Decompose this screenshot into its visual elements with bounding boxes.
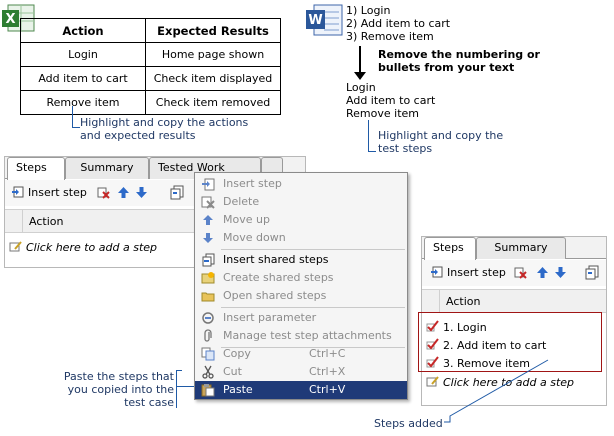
menu-item-open-shared-steps[interactable]: Open shared steps xyxy=(195,287,407,305)
excel-cell: Login xyxy=(20,42,146,67)
arrow-down-icon xyxy=(203,233,213,243)
word-plain-list: Login Add item to cart Remove item xyxy=(346,81,435,120)
create-shared-icon xyxy=(201,272,215,284)
svg-text:X: X xyxy=(5,12,15,27)
excel-header-expected: Expected Results xyxy=(145,18,281,43)
column-action: Action xyxy=(29,215,64,228)
tab-steps[interactable]: Steps xyxy=(7,157,65,180)
insert-step-icon xyxy=(12,186,24,198)
menu-item-move-up[interactable]: Move up xyxy=(195,211,407,229)
list-item: 3) Remove item xyxy=(346,30,434,43)
down-arrow-head xyxy=(354,72,366,80)
excel-table: Action Expected Results Login Home page … xyxy=(20,18,281,115)
paste-callout-connector xyxy=(176,386,194,387)
steps-added-label: Steps added xyxy=(374,417,443,430)
list-item: Login xyxy=(346,81,376,94)
list-item[interactable]: 2. Add item to cart xyxy=(426,338,546,352)
list-item[interactable]: 3. Remove item xyxy=(426,356,530,370)
paste-callout: Paste the steps that you copied into the… xyxy=(63,370,174,409)
excel-cell: Remove item xyxy=(20,90,146,115)
menu-item-paste[interactable]: Paste Ctrl+V xyxy=(195,381,407,399)
paste-callout-leader xyxy=(176,370,182,408)
menu-item-create-shared-steps[interactable]: Create shared steps xyxy=(195,269,407,287)
steps-added-leader xyxy=(444,359,549,423)
tab-steps[interactable]: Steps xyxy=(424,237,476,260)
excel-cell: Check item displayed xyxy=(145,66,281,91)
menu-item-insert-shared-steps[interactable]: Insert shared steps xyxy=(195,251,407,269)
table-row: Login Home page shown xyxy=(20,42,281,67)
insert-shared-steps-icon[interactable] xyxy=(169,185,184,200)
excel-callout-leader xyxy=(72,106,80,128)
menu-separator xyxy=(221,249,405,250)
list-item: 1) Login xyxy=(346,4,391,17)
steps-grid-header: Action xyxy=(422,289,606,313)
tab-summary[interactable]: Summary xyxy=(476,237,566,259)
delete-step-icon[interactable] xyxy=(97,186,110,199)
edit-icon xyxy=(9,241,22,252)
scissors-icon xyxy=(202,365,214,379)
excel-cell: Home page shown xyxy=(145,42,281,67)
menu-item-manage-attachments[interactable]: Manage test step attachments xyxy=(195,327,407,345)
list-item[interactable]: 1. Login xyxy=(426,320,487,334)
tab-summary[interactable]: Summary xyxy=(65,157,149,179)
menu-item-delete[interactable]: Delete xyxy=(195,193,407,211)
insert-step-icon xyxy=(431,266,443,278)
check-icon xyxy=(426,338,439,350)
move-down-icon[interactable] xyxy=(554,266,567,279)
excel-cell: Check item removed xyxy=(145,90,281,115)
table-row: Add item to cart Check item displayed xyxy=(20,66,281,91)
tab-strip: Steps Summary xyxy=(422,237,606,260)
copy-icon xyxy=(201,347,215,361)
edit-icon xyxy=(426,376,439,387)
list-item: Add item to cart xyxy=(346,94,436,107)
menu-item-insert-parameter[interactable]: Insert parameter xyxy=(195,309,407,327)
menu-separator xyxy=(221,307,405,308)
list-item: Remove item xyxy=(346,107,419,120)
insert-step-icon xyxy=(202,178,215,191)
down-arrow-icon xyxy=(359,46,361,76)
delete-icon xyxy=(201,196,215,209)
menu-item-cut[interactable]: Cut Ctrl+X xyxy=(195,363,407,381)
table-row: Remove item Check item removed xyxy=(20,90,281,115)
word-callout: Highlight and copy the test steps xyxy=(378,129,504,155)
folder-icon xyxy=(201,292,215,302)
insert-shared-steps-icon[interactable] xyxy=(584,265,599,280)
tab-strip: Steps Summary Tested Work Items xyxy=(5,157,305,194)
word-icon: W xyxy=(306,4,343,36)
word-numbered-list: 1) Login 2) Add item to cart 3) Remove i… xyxy=(346,4,450,43)
list-item: 2) Add item to cart xyxy=(346,17,451,30)
paperclip-icon xyxy=(204,329,212,342)
menu-item-copy[interactable]: Copy Ctrl+C xyxy=(195,345,407,363)
menu-separator xyxy=(221,347,405,348)
context-menu: Insert step Delete Move up Move down Ins… xyxy=(194,172,408,400)
steps-toolbar: Insert step xyxy=(422,260,606,286)
excel-header-action: Action xyxy=(20,18,146,43)
remove-numbering-note: Remove the numbering or bullets from you… xyxy=(378,48,540,74)
check-icon xyxy=(426,356,439,368)
menu-item-move-down[interactable]: Move down xyxy=(195,229,407,247)
paste-icon xyxy=(201,384,215,397)
insert-step-button[interactable]: Insert step xyxy=(430,265,506,279)
arrow-up-icon xyxy=(203,215,213,225)
move-up-icon[interactable] xyxy=(117,186,130,199)
check-icon xyxy=(426,320,439,332)
move-down-icon[interactable] xyxy=(135,186,148,199)
delete-step-icon[interactable] xyxy=(514,266,527,279)
column-action: Action xyxy=(446,295,481,308)
word-callout-leader xyxy=(368,120,376,152)
shared-steps-icon xyxy=(202,253,215,267)
menu-item-insert-step[interactable]: Insert step xyxy=(195,175,407,193)
move-up-icon[interactable] xyxy=(536,266,549,279)
add-step-row[interactable]: Click here to add a step xyxy=(9,240,157,254)
steps-added-highlight xyxy=(418,312,602,372)
insert-step-button[interactable]: Insert step xyxy=(11,185,87,199)
svg-text:W: W xyxy=(308,13,322,28)
excel-cell: Add item to cart xyxy=(20,66,146,91)
parameter-icon xyxy=(202,312,214,324)
excel-callout: Highlight and copy the actions and expec… xyxy=(80,116,249,142)
